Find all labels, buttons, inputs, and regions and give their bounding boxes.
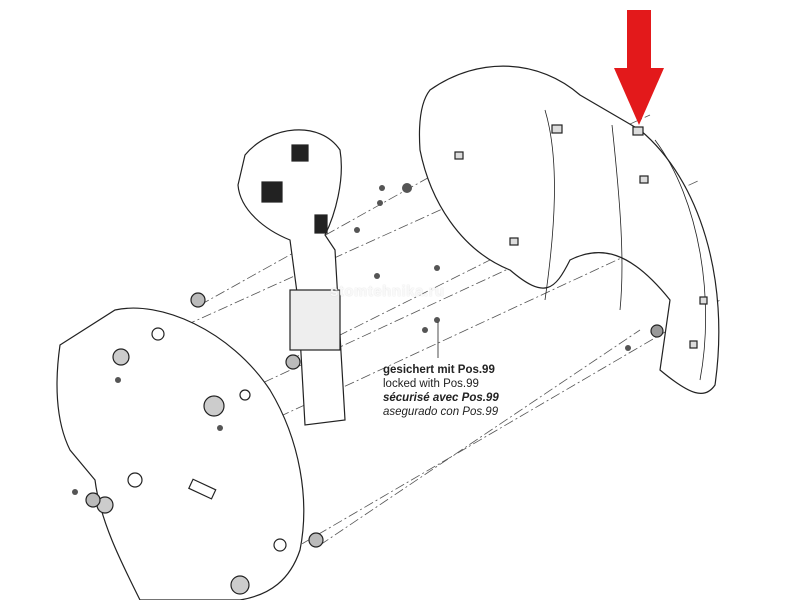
note-german: gesichert mit Pos.99 (383, 364, 495, 376)
note-spanish: asegurado con Pos.99 (383, 406, 499, 418)
base-plate (56, 292, 324, 600)
note-english: locked with Pos.99 (383, 378, 479, 390)
head-holder (237, 129, 346, 426)
locking-note: gesichert mit Pos.99 locked with Pos.99 … (383, 363, 499, 419)
note-french: sécurisé avec Pos.99 (383, 392, 499, 404)
red-arrow-icon (614, 10, 664, 125)
screws (72, 183, 631, 495)
side-cover (418, 65, 720, 394)
watermark: stomtehnika.ru (330, 283, 445, 300)
